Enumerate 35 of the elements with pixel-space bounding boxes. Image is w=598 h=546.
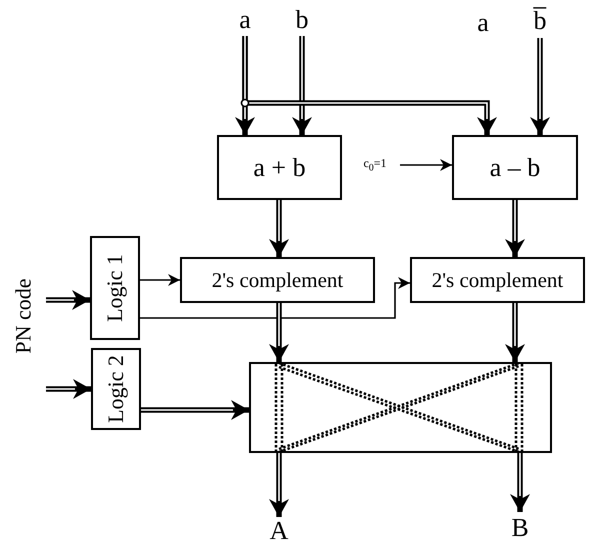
arrow — [292, 36, 312, 135]
process-box — [217, 135, 342, 200]
arrow — [141, 400, 249, 420]
signal-label: A — [270, 518, 288, 544]
arrow — [140, 274, 180, 286]
box-label: 2's complement — [212, 270, 344, 290]
box-label: 2's complement — [432, 270, 564, 290]
process-box — [452, 135, 578, 200]
process-box — [410, 257, 585, 303]
signal-label: B — [511, 515, 529, 541]
arrow — [269, 453, 289, 517]
box-label: Logic 2 — [105, 355, 127, 423]
logic-box — [90, 236, 140, 340]
arrow — [510, 453, 530, 512]
box-label: Logic 1 — [104, 254, 126, 322]
process-box — [180, 257, 375, 303]
signal-label: c$_{0}$=1 — [363, 156, 387, 174]
arrow — [505, 200, 525, 257]
arrow — [400, 159, 452, 171]
arrow — [140, 277, 410, 319]
signal-label: a — [239, 7, 251, 33]
arrow — [242, 36, 497, 135]
arrow — [46, 379, 91, 399]
box-label: a – b — [490, 154, 540, 180]
signal-label: a — [477, 10, 489, 36]
arrow — [505, 303, 525, 362]
logic-box — [91, 348, 141, 430]
box-label: a + b — [253, 154, 306, 180]
signal-label: b — [296, 7, 308, 33]
input-label: PN code — [13, 278, 35, 354]
signal-label: b̅ — [534, 8, 546, 34]
arrow — [269, 200, 289, 257]
arrow — [46, 290, 90, 310]
arrow — [530, 38, 550, 135]
arrow — [269, 303, 289, 362]
